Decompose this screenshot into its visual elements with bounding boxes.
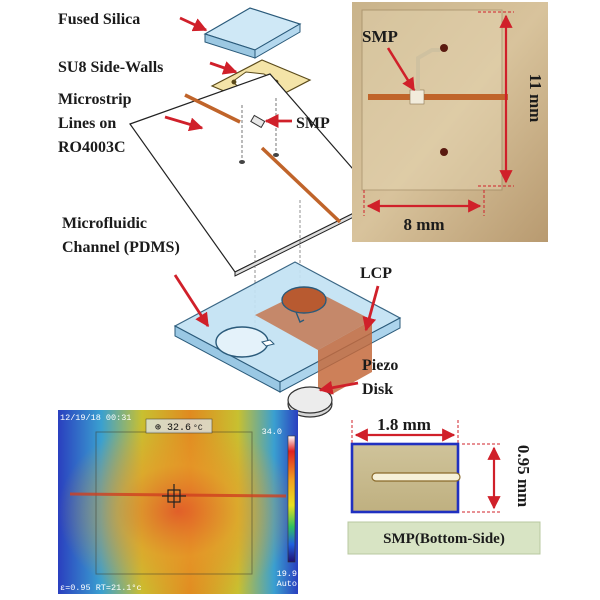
spot-temp-icon: ⊕: [155, 423, 167, 434]
label-piezo-line2: Disk: [362, 381, 393, 398]
photo-smp-label: SMP: [362, 27, 398, 46]
photo-width-label: 8 mm: [403, 215, 444, 234]
label-smp: SMP: [296, 115, 330, 132]
label-microstrip-line2: Lines on: [58, 115, 116, 132]
smp-bottom-height-label: 0.95 mm: [514, 445, 533, 507]
label-channel-line1: Microfluidic: [62, 215, 147, 232]
thermal-timestamp: 12/19/18 00:31: [60, 413, 131, 423]
smp-bottom-caption: SMP(Bottom-Side): [383, 531, 505, 547]
thermal-image: 12/19/18 00:31 ⊕ 32.6°C 34.0 19.9 Auto ε…: [58, 410, 298, 594]
smp-bottom-view: 1.8 mm 0.95 mm SMP(Bottom-Side): [347, 415, 541, 555]
label-piezo-line1: Piezo: [362, 357, 398, 374]
smp-bottom-trace: [371, 472, 461, 482]
smp-bottom-caption-box: [347, 521, 541, 555]
label-su8-sidewalls: SU8 Side-Walls: [58, 59, 163, 76]
label-fused-silica: Fused Silica: [58, 11, 140, 28]
microstrip-line-bottom: [260, 146, 342, 224]
label-lcp: LCP: [360, 265, 392, 282]
arrow-lcp: [362, 285, 380, 332]
microstrip-line-top: [184, 93, 241, 124]
pdms-channel-layer: [173, 200, 402, 402]
smp-component: [250, 114, 266, 129]
device-photo: SMP 11 mm 8 mm: [352, 2, 548, 242]
thermal-spot-temp: ⊕ 32.6°C: [155, 423, 203, 434]
temperature-scale-bar: [287, 435, 296, 563]
arrow-piezo: [318, 380, 359, 395]
thermal-scale-mode: Auto: [277, 579, 297, 589]
arrow-channel: [173, 274, 210, 328]
arrow-fused-silica: [179, 16, 208, 32]
smp-bottom-width-label: 1.8 mm: [377, 415, 431, 434]
label-channel-line2: Channel (PDMS): [62, 239, 180, 256]
photo-smp-arrow: [386, 47, 416, 92]
label-microstrip-line1: Microstrip: [58, 91, 132, 108]
exploded-view: Fused Silica SU8 Side-Walls Microstrip L…: [58, 7, 402, 418]
thermal-scale-min: 19.9: [277, 569, 297, 579]
fluid-well-left: [215, 326, 269, 358]
thermal-scale-max: 34.0: [262, 427, 282, 437]
callout-arrows: [164, 16, 380, 395]
photo-height-label: 11 mm: [526, 74, 545, 123]
thermal-footer: ε=0.95 RT=21.1°c: [60, 583, 142, 593]
arrow-microstrip: [164, 115, 204, 132]
fused-silica-layer: [203, 7, 302, 59]
thermal-crosshair: [162, 484, 186, 508]
fluid-well-right: [281, 286, 327, 314]
arrow-su8: [209, 61, 238, 75]
label-microstrip-line3: RO4003C: [58, 139, 126, 156]
